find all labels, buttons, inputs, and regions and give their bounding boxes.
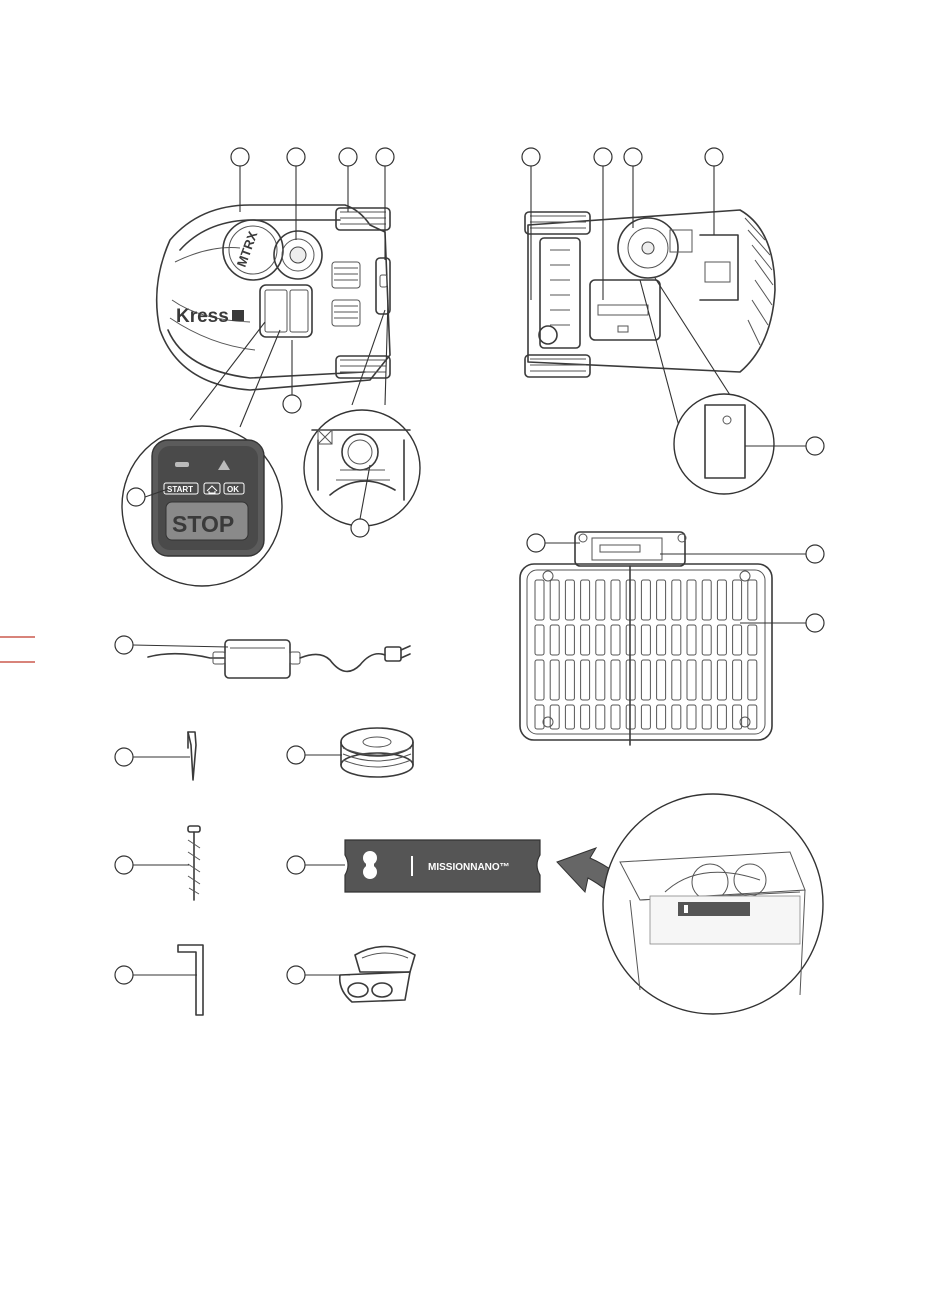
base-slot	[565, 705, 574, 729]
base-slot	[672, 705, 681, 729]
base-slot	[672, 580, 681, 620]
base-slot	[702, 625, 711, 655]
wire-spool	[287, 728, 413, 777]
base-slot	[581, 625, 590, 655]
base-slot	[733, 580, 742, 620]
stop-label: STOP	[172, 511, 234, 537]
base-slot	[687, 625, 696, 655]
base-slot	[733, 625, 742, 655]
margin-marks	[0, 637, 35, 662]
wire-connector	[287, 947, 415, 1003]
base-slot	[596, 625, 605, 655]
base-slot	[717, 660, 726, 700]
box-inset	[603, 794, 823, 1014]
base-slots	[535, 580, 757, 729]
charging-base	[520, 532, 772, 745]
mower-bottom-view	[525, 210, 775, 377]
base-slot	[565, 625, 574, 655]
base-slot	[748, 580, 757, 620]
socket-zoom	[304, 300, 420, 537]
brand-logo-mark-icon	[232, 310, 244, 321]
mission-nano-plate: MISSIONNANO™	[287, 840, 540, 892]
base-slot	[687, 580, 696, 620]
base-slot	[733, 660, 742, 700]
base-slot	[596, 580, 605, 620]
base-slot	[535, 660, 544, 700]
base-slot	[611, 580, 620, 620]
base-slot	[687, 705, 696, 729]
base-slot	[535, 625, 544, 655]
base-slot	[702, 660, 711, 700]
base-slot	[672, 660, 681, 700]
start-label: START	[167, 485, 193, 494]
base-slot	[550, 580, 559, 620]
charging-base-callouts	[527, 534, 824, 632]
base-slot	[550, 660, 559, 700]
base-slot	[717, 625, 726, 655]
base-slot	[611, 660, 620, 700]
base-slot	[565, 660, 574, 700]
base-slot	[717, 580, 726, 620]
brand-badge: MTRX	[234, 229, 261, 269]
base-slot	[657, 580, 666, 620]
mower-top-view: Kress MTRX	[157, 205, 390, 390]
brand-logo: Kress	[176, 306, 229, 327]
base-slot	[702, 705, 711, 729]
base-slot	[581, 705, 590, 729]
base-slot	[702, 580, 711, 620]
base-slot	[535, 705, 544, 729]
base-slot	[748, 625, 757, 655]
base-slot	[641, 660, 650, 700]
screw-stake	[115, 826, 200, 900]
ok-label: OK	[227, 485, 239, 494]
base-slot	[657, 705, 666, 729]
power-supply	[115, 636, 410, 678]
base-slot	[596, 705, 605, 729]
battery-icon	[175, 462, 189, 467]
base-slot	[672, 625, 681, 655]
base-slot	[535, 580, 544, 620]
base-slot	[641, 580, 650, 620]
control-panel-zoom: START OK STOP	[122, 322, 282, 586]
base-slot	[565, 580, 574, 620]
base-slot	[748, 660, 757, 700]
blade-zoom	[640, 278, 824, 494]
base-slot	[717, 705, 726, 729]
base-slot	[596, 660, 605, 700]
base-slot	[657, 625, 666, 655]
plate-label: MISSIONNANO™	[428, 862, 510, 873]
base-slot	[581, 580, 590, 620]
base-slot	[641, 705, 650, 729]
base-slot	[611, 705, 620, 729]
base-slot	[687, 660, 696, 700]
base-slot	[641, 625, 650, 655]
allen-key	[115, 945, 203, 1015]
base-slot	[657, 660, 666, 700]
base-slot	[733, 705, 742, 729]
base-slot	[581, 660, 590, 700]
base-slot	[550, 625, 559, 655]
peg	[115, 732, 196, 780]
base-slot	[611, 625, 620, 655]
